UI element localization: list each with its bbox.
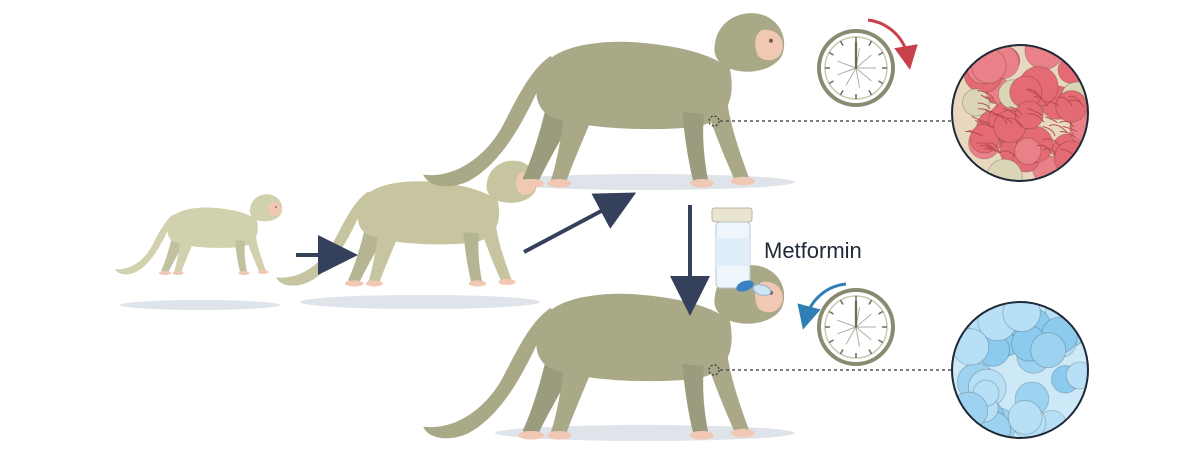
pill-bottle-icon: [711, 207, 772, 296]
shadow-aged: [495, 174, 795, 190]
clock-icon: [817, 29, 895, 107]
monkey-icon: [115, 194, 282, 275]
clock-icon: [817, 288, 895, 366]
clockwise-arrow: [867, 18, 918, 70]
drug-label: Metformin: [764, 238, 862, 263]
tissue-sample-marker: [708, 364, 720, 376]
shadow-juvenile: [300, 295, 540, 309]
monkey-icon: [423, 13, 784, 187]
rejuvenated-tissue: [951, 301, 1089, 439]
counterclockwise-arrow: [797, 282, 847, 330]
tissue-sample-marker: [708, 115, 720, 127]
arrow-juvenile-to-aged: [523, 192, 637, 254]
shadow-infant: [120, 300, 280, 310]
monkey-icon: [276, 161, 537, 287]
monkey-icon: [423, 265, 784, 439]
aged-tissue: [951, 44, 1089, 182]
